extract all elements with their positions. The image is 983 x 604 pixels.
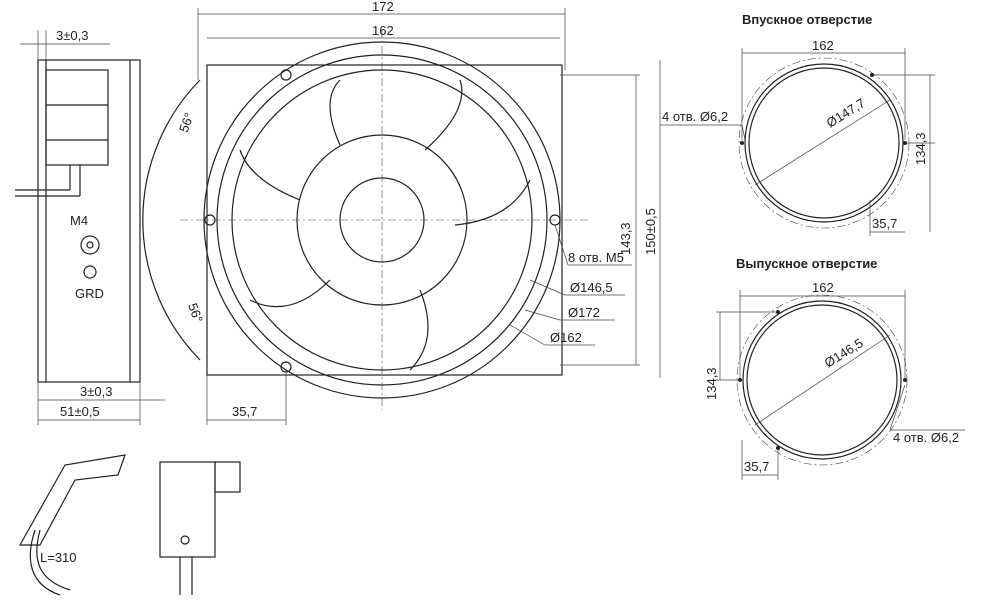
- cable-detail: L=310: [18, 454, 241, 596]
- angle-top: 56°: [176, 111, 197, 135]
- inlet-holes: 4 отв. Ø6,2: [662, 109, 728, 124]
- ground-label: GRD: [75, 286, 104, 301]
- cable-length: L=310: [40, 550, 77, 565]
- outlet-width: 162: [812, 280, 834, 295]
- side-depth-dim: 51±0,5: [60, 404, 100, 419]
- inlet-height: 134,3: [913, 132, 928, 165]
- side-bottom-dim: 3±0,3: [80, 384, 112, 399]
- outlet-title: Выпускное отверстие: [736, 256, 877, 271]
- inlet-width: 162: [812, 38, 834, 53]
- dia-3: Ø162: [550, 330, 582, 345]
- front-view: 172 162 56° 56° 35,7 143,3 150±0,5 8 отв…: [142, 0, 661, 425]
- front-height-inner: 143,3: [618, 222, 633, 255]
- front-width-outer: 172: [372, 0, 394, 14]
- inlet-title: Впускное отверстие: [742, 12, 872, 27]
- side-view: 3±0,3 M4 GRD 3±0,3 51±0,5: [15, 28, 165, 425]
- outlet-holes: 4 отв. Ø6,2: [893, 430, 959, 445]
- holes-label: 8 отв. M5: [568, 250, 624, 265]
- screw-label: M4: [70, 213, 88, 228]
- dia-2: Ø172: [568, 305, 600, 320]
- outlet-height: 134,3: [704, 367, 719, 400]
- outlet-offset: 35,7: [744, 459, 769, 474]
- inlet-offset: 35,7: [872, 216, 897, 231]
- front-offset: 35,7: [232, 404, 257, 419]
- side-top-dim: 3±0,3: [56, 28, 88, 43]
- inlet-diameter: Ø147,7: [824, 95, 868, 130]
- outlet-view: Выпускное отверстие 162 Ø146,5 134,3 4 о…: [704, 256, 965, 480]
- inlet-view: Впускное отверстие 162 Ø147,7 4 отв. Ø6,…: [660, 12, 935, 236]
- angle-bottom: 56°: [185, 301, 206, 325]
- dia-1: Ø146,5: [570, 280, 613, 295]
- outlet-diameter: Ø146,5: [822, 335, 866, 370]
- front-width-inner: 162: [372, 23, 394, 38]
- front-height-outer: 150±0,5: [643, 208, 658, 255]
